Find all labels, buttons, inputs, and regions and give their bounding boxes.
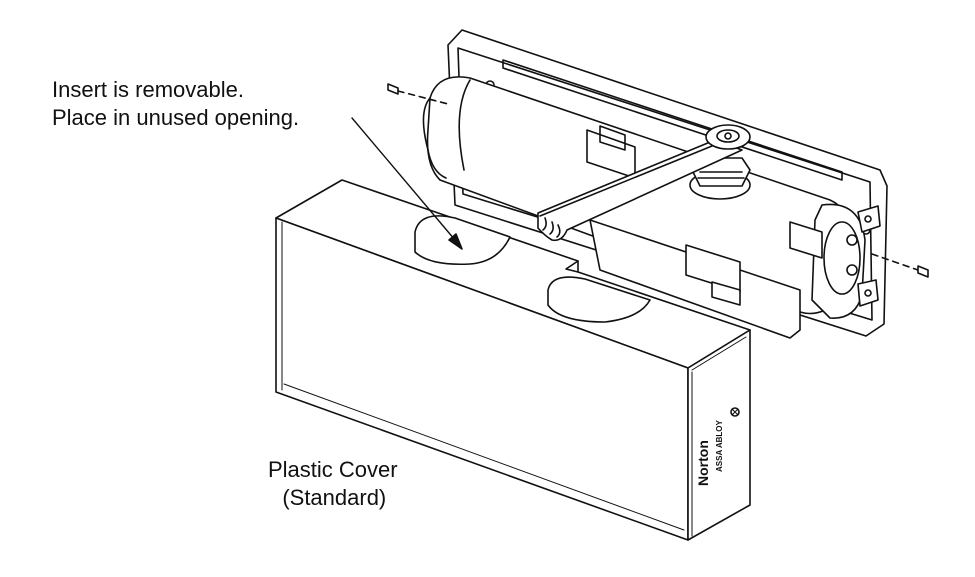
brand-text: Norton: [695, 440, 711, 486]
lower-housing: [589, 219, 801, 339]
lower-nut: [711, 281, 741, 306]
cover-end-face: [687, 329, 751, 541]
cover-top-step: [565, 260, 579, 273]
insert-opening-2: [547, 276, 651, 323]
screw-right: [871, 253, 929, 278]
brand-logo-icon: [730, 407, 740, 417]
cover-callout-line2: (Standard): [282, 485, 387, 510]
plastic-cover: Norton ASSA ABLOY: [275, 179, 751, 541]
cover-callout-line1: Plastic Cover: [268, 457, 398, 482]
cover-brand-marking: Norton ASSA ABLOY: [695, 407, 740, 486]
cover-callout: Plastic Cover (Standard): [268, 456, 398, 512]
arm-end-notch: [542, 217, 561, 238]
arm-pivot-inner: [716, 129, 740, 143]
right-end-face: [823, 221, 861, 295]
insert-opening-1: [414, 215, 511, 266]
cylinder-ridge-1: [458, 79, 471, 171]
right-bracket: [789, 221, 823, 259]
cylinder-ridge-3: [599, 125, 626, 151]
end-cap-tab: [857, 205, 881, 233]
brand-subtext: ASSA ABLOY: [715, 419, 724, 472]
insert-leader: [351, 117, 463, 250]
screw-left: [387, 83, 449, 105]
door-closer-assembly: [387, 29, 929, 339]
end-cap-tab-2: [857, 279, 879, 307]
valve-1: [846, 234, 858, 246]
insert-callout: Insert is removable. Place in unused ope…: [52, 76, 299, 132]
insert-callout-line2: Place in unused opening.: [52, 105, 300, 130]
leader-arrowhead: [448, 233, 463, 250]
valve-2: [846, 264, 858, 276]
cylinder-left-cap: [422, 97, 447, 179]
insert-callout-line1: Insert is removable.: [52, 77, 244, 102]
closer-arm: [537, 139, 743, 242]
arm-top-edge: [539, 145, 713, 217]
